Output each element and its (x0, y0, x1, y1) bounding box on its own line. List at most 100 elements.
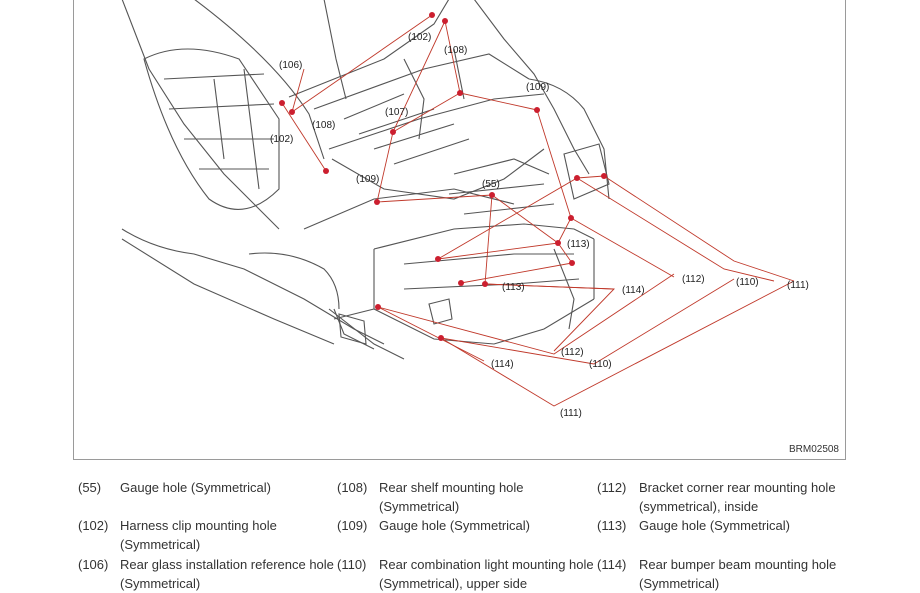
mounting-point-marker (458, 280, 464, 286)
mounting-point-marker (482, 281, 488, 287)
leader-line (440, 280, 795, 407)
legend-description: Rear combination light mounting hole (Sy… (379, 557, 594, 591)
leader-line (377, 273, 675, 355)
wheel-arch (248, 252, 340, 310)
mounting-point-marker (489, 192, 495, 198)
callout-label: (107) (385, 107, 409, 118)
callout-label: (109) (356, 174, 380, 185)
callout-label: (102) (270, 134, 294, 145)
tail-light-pocket (563, 143, 610, 200)
roof-line (121, 0, 280, 230)
shelf-edge (331, 148, 545, 200)
legend-description: Rear shelf mounting hole (Symmetrical) (379, 480, 524, 514)
mounting-point-marker (375, 304, 381, 310)
mounting-point-marker (601, 173, 607, 179)
legend-number: (114) (597, 557, 627, 572)
mounting-point-marker (289, 109, 295, 115)
callout-label: (114) (491, 359, 514, 370)
shelf-ribs (343, 93, 470, 165)
leader-line (392, 92, 461, 133)
rear-panel-top (373, 223, 595, 250)
mounting-point-marker (457, 90, 463, 96)
leader-line (570, 217, 675, 278)
leader-line (281, 102, 327, 172)
trunk-floor-ribs (448, 158, 555, 215)
callout-label: (55) (482, 179, 500, 190)
shelf-rear (328, 93, 545, 150)
leader-line (576, 177, 775, 282)
diagram-frame: (102) (108) (106) (108) (107) (109) (102) (109)… (73, 0, 846, 460)
legend-description: Rear glass installation reference hole (… (120, 557, 334, 591)
inner-panel-2 (213, 68, 260, 190)
callout-label: (110) (589, 359, 612, 370)
leader-line (377, 306, 485, 362)
leader-line (484, 194, 493, 285)
callout-label: (109) (526, 82, 550, 93)
leader-lines (279, 12, 795, 407)
shelf-stiffener (403, 48, 465, 140)
figure-code: BRM02508 (788, 444, 839, 455)
mounting-point-marker (323, 168, 329, 174)
c-pillar-outer (194, 0, 325, 160)
legend-description: Rear bumper beam mounting hole (Symmetri… (639, 557, 837, 591)
callout-label: (110) (736, 277, 759, 288)
rocker (121, 238, 335, 345)
mounting-point-marker (555, 240, 561, 246)
mounting-point-marker (390, 129, 396, 135)
legend-description: Bracket corner rear mounting hole (symme… (639, 480, 836, 514)
legend-number: (55) (78, 480, 102, 495)
legend-description: Gauge hole (Symmetrical) (379, 518, 530, 533)
rear-panel-bottom (373, 298, 595, 345)
right-lower (553, 248, 575, 330)
callout-label: (113) (567, 239, 590, 250)
callout-label: (106) (279, 60, 303, 71)
door-opening-lower (121, 228, 385, 345)
leader-line (460, 262, 573, 284)
leader-line (484, 283, 616, 352)
leader-line (291, 14, 433, 113)
mounting-point-marker (374, 199, 380, 205)
callout-label: (114) (622, 285, 645, 296)
legend-number: (102) (78, 518, 109, 533)
callout-label: (111) (787, 280, 809, 291)
leader-line (603, 175, 795, 282)
mounting-point-marker (568, 215, 574, 221)
legend-number: (113) (597, 518, 627, 533)
callout-label: (112) (561, 347, 584, 358)
right-quarter-top (474, 0, 590, 175)
callout-label: (112) (682, 274, 705, 285)
body-outline (121, 0, 610, 360)
legend-number: (112) (597, 480, 627, 495)
mounting-point-marker (429, 12, 435, 18)
mounting-point-marker (534, 107, 540, 113)
leader-line (536, 109, 572, 244)
mounting-point-marker (574, 175, 580, 181)
leader-line (376, 194, 559, 244)
leader-line (437, 242, 573, 264)
c-pillar-inner (323, 0, 347, 100)
callout-label: (111) (560, 408, 582, 419)
leader-line (291, 68, 305, 113)
shelf-front (288, 0, 450, 98)
mounting-point-marker (435, 256, 441, 262)
car-body-line-drawing (121, 0, 610, 360)
rear-panel-inner (403, 253, 580, 290)
callout-label: (108) (444, 45, 468, 56)
right-quarter-edge (528, 78, 610, 200)
legend-description: Harness clip mounting hole (Symmetrical) (120, 518, 277, 552)
callout-label: (102) (408, 32, 432, 43)
callout-label: (108) (312, 120, 336, 131)
legend-number: (108) (337, 480, 368, 495)
leader-line (440, 278, 735, 365)
mounting-point-marker (569, 260, 575, 266)
legend-number: (109) (337, 518, 368, 533)
trunk-floor-left (303, 188, 515, 230)
side-window-opening (143, 48, 280, 210)
mounting-point-marker (279, 100, 285, 106)
legend-description: Gauge hole (Symmetrical) (639, 518, 790, 533)
lamp-box (338, 313, 367, 345)
latch-bracket (428, 298, 453, 325)
leader-line (444, 20, 538, 111)
rear-bumper-cut (328, 308, 405, 360)
mounting-point-marker (438, 335, 444, 341)
